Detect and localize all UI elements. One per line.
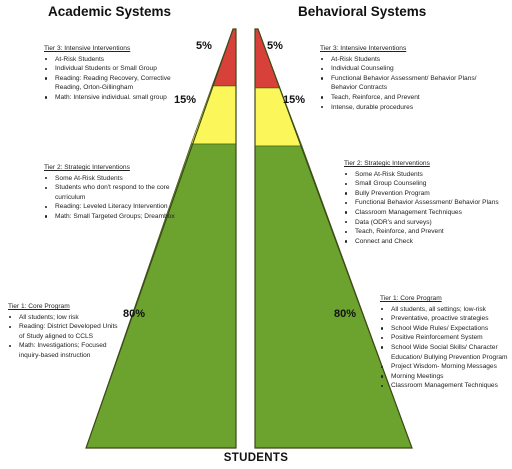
list-item: Morning Meetings — [380, 372, 508, 382]
behavioral-tier3-title: Tier 3: Intensive Interventions — [320, 45, 407, 52]
behavioral-tier3-block: Tier 3: Intensive Interventions At-Risk … — [320, 44, 480, 112]
behavioral-tier2-percent: 15% — [283, 94, 306, 106]
list-item: Reading: Leveled Literacy Intervention — [44, 202, 176, 212]
academic-tier1-percent: 80% — [123, 308, 146, 320]
list-item: All students, all settings; low-risk — [380, 305, 508, 315]
academic-tier1-block: Tier 1: Core Program All students; low r… — [8, 302, 120, 361]
list-item: Teach, Reinforce, and Prevent — [320, 93, 480, 103]
academic-tier1-title: Tier 1: Core Program — [8, 303, 70, 310]
list-item: Small Group Counseling — [344, 179, 506, 189]
behavioral-tier2-title: Tier 2: Strategic Interventions — [344, 160, 430, 167]
list-item: All students; low risk — [8, 313, 120, 323]
list-item: Data (ODR's and surveys) — [344, 218, 506, 228]
list-item: Intense, durable procedures — [320, 103, 480, 113]
list-item: Positive Reinforcement System — [380, 333, 508, 343]
list-item: Functional Behavior Assessment/ Behavior… — [344, 198, 506, 208]
behavioral-tier2-block: Tier 2: Strategic Interventions Some At-… — [344, 159, 506, 246]
academic-tier2-percent: 15% — [174, 94, 197, 106]
list-item: School Wide Social Skills/ Character Edu… — [380, 343, 508, 362]
list-item: School Wide Rules/ Expectations — [380, 324, 508, 334]
behavioral-tier1-block: Tier 1: Core Program All students, all s… — [380, 294, 508, 391]
list-item: Students who don't respond to the core c… — [44, 183, 176, 202]
academic-tier2-title: Tier 2: Strategic Interventions — [44, 164, 130, 171]
list-item: Classroom Management Techniques — [380, 381, 508, 391]
list-item: Individual Counseling — [320, 64, 480, 74]
academic-tier3-title: Tier 3: Intensive Interventions — [44, 45, 131, 52]
academic-systems-title: Academic Systems — [48, 4, 172, 19]
list-item: Math: Small Targeted Groups; Dreambox — [44, 212, 176, 222]
behavioral-tier2-list: Some At-Risk Students Small Group Counse… — [344, 170, 506, 247]
list-item: Project Wisdom- Morning Messages — [380, 362, 508, 372]
academic-tier1-list: All students; low risk Reading: District… — [8, 313, 120, 361]
academic-pyramid-outline — [85, 28, 237, 449]
behavioral-tier3-percent: 5% — [267, 40, 283, 52]
behavioral-tier1-percent: 80% — [334, 308, 357, 320]
behavioral-tier1-list: All students, all settings; low-risk Pre… — [380, 305, 508, 391]
list-item: Some At-Risk Students — [44, 174, 176, 184]
list-item: Math: Investigations; Focused inquiry-ba… — [8, 341, 120, 360]
students-label: STUDENTS — [223, 452, 289, 464]
list-item: Connect and Check — [344, 237, 506, 247]
list-item: Reading: District Developed Units of Stu… — [8, 322, 120, 341]
list-item: Preventative, proactive strategies — [380, 314, 508, 324]
list-item: Math: Intensive individual. small group — [44, 93, 184, 103]
list-item: At-Risk Students — [44, 55, 184, 65]
academic-tier3-percent: 5% — [196, 40, 212, 52]
list-item: Reading: Reading Recovery, Corrective Re… — [44, 74, 184, 93]
list-item: Functional Behavior Assessment/ Behavior… — [320, 74, 480, 93]
list-item: Bully Prevention Program — [344, 189, 506, 199]
academic-tier2-band — [190, 85, 237, 145]
list-item: Classroom Management Techniques — [344, 208, 506, 218]
behavioral-tier3-list: At-Risk Students Individual Counseling F… — [320, 55, 480, 113]
list-item: Some At-Risk Students — [344, 170, 506, 180]
list-item: Individual Students or Small Group — [44, 64, 184, 74]
list-item: Teach, Reinforce, and Prevent — [344, 227, 506, 237]
behavioral-tier1-title: Tier 1: Core Program — [380, 295, 442, 302]
academic-tier2-list: Some At-Risk Students Students who don't… — [44, 174, 176, 222]
academic-tier2-block: Tier 2: Strategic Interventions Some At-… — [44, 163, 176, 222]
academic-tier3-list: At-Risk Students Individual Students or … — [44, 55, 184, 103]
behavioral-systems-title: Behavioral Systems — [298, 4, 427, 19]
academic-tier3-block: Tier 3: Intensive Interventions At-Risk … — [44, 44, 184, 103]
list-item: At-Risk Students — [320, 55, 480, 65]
behavioral-pyramid-outline — [254, 28, 413, 449]
